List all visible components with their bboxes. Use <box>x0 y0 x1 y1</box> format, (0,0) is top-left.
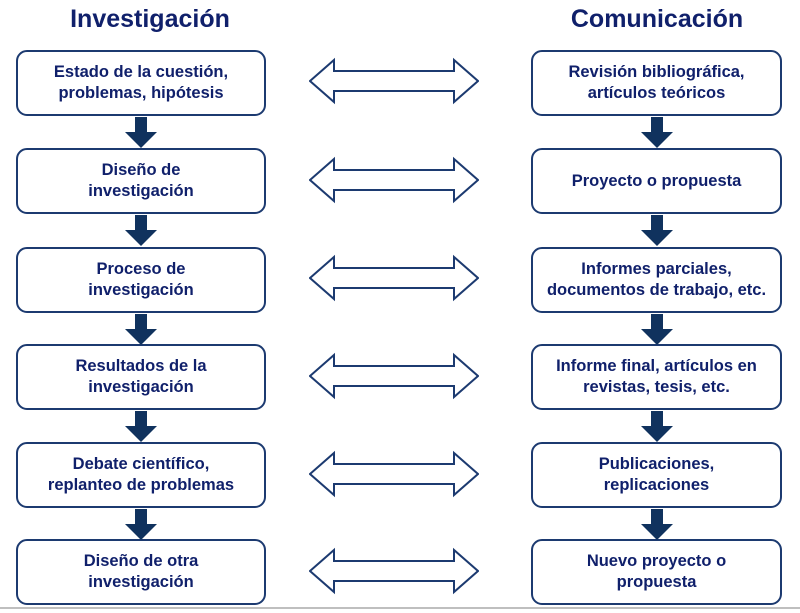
arrow-down-solid-icon <box>640 215 674 247</box>
arrow-left-right-outline-icon <box>308 57 480 105</box>
node-left-4[interactable]: Debate científico, replanteo de problema… <box>16 442 266 508</box>
arrow-down-solid-icon <box>640 411 674 443</box>
column-title-investigacion: Investigación <box>70 5 230 33</box>
node-right-3[interactable]: Informe final, artículos en revistas, te… <box>531 344 782 410</box>
node-right-1-line1: Proyecto o propuesta <box>571 171 742 190</box>
node-left-0-line2: problemas, hipótesis <box>58 84 224 102</box>
node-right-5-line1: Nuevo proyecto o <box>586 552 727 570</box>
arrow-left-right-outline-icon <box>308 450 480 498</box>
node-right-3-line1: Informe final, artículos en <box>556 357 757 375</box>
arrow-down-solid-icon <box>640 314 674 346</box>
node-right-1-label: Proyecto o propuesta <box>564 171 750 192</box>
node-right-0-line1: Revisión bibliográfica, <box>568 63 745 81</box>
arrow-down-solid-icon <box>124 509 158 541</box>
node-right-1[interactable]: Proyecto o propuesta <box>531 148 782 214</box>
node-left-5-line2: investigación <box>88 573 194 591</box>
node-right-4[interactable]: Publicaciones, replicaciones <box>531 442 782 508</box>
node-left-0-line1: Estado de la cuestión, <box>53 63 229 81</box>
node-left-1[interactable]: Diseño de investigación <box>16 148 266 214</box>
arrow-down-solid-icon <box>640 509 674 541</box>
node-right-4-line1: Publicaciones, <box>598 455 715 473</box>
bottom-divider <box>0 607 800 609</box>
node-right-2-line2: documentos de trabajo, etc. <box>546 281 767 299</box>
node-right-2[interactable]: Informes parciales, documentos de trabaj… <box>531 247 782 313</box>
node-right-3-label: Informe final, artículos en revistas, te… <box>548 356 765 398</box>
node-right-5-line2: propuesta <box>616 573 697 591</box>
arrow-down-solid-icon <box>124 314 158 346</box>
node-left-0[interactable]: Estado de la cuestión, problemas, hipóte… <box>16 50 266 116</box>
node-left-5-line1: Diseño de otra <box>83 552 199 570</box>
node-right-0-line2: artículos teóricos <box>587 84 726 102</box>
node-left-3-label: Resultados de la investigación <box>67 356 214 398</box>
node-right-2-label: Informes parciales, documentos de trabaj… <box>539 259 774 301</box>
node-left-3[interactable]: Resultados de la investigación <box>16 344 266 410</box>
node-left-5[interactable]: Diseño de otra investigación <box>16 539 266 605</box>
node-left-2[interactable]: Proceso de investigación <box>16 247 266 313</box>
arrow-down-solid-icon <box>124 411 158 443</box>
column-title-comunicacion: Comunicación <box>570 5 744 33</box>
node-right-0[interactable]: Revisión bibliográfica, artículos teóric… <box>531 50 782 116</box>
node-right-4-label: Publicaciones, replicaciones <box>591 454 723 496</box>
arrow-left-right-outline-icon <box>308 156 480 204</box>
node-left-4-line2: replanteo de problemas <box>47 476 235 494</box>
node-left-5-label: Diseño de otra investigación <box>76 551 207 593</box>
node-right-0-label: Revisión bibliográfica, artículos teóric… <box>560 62 752 104</box>
node-left-1-line1: Diseño de <box>101 161 181 179</box>
arrow-left-right-outline-icon <box>308 547 480 595</box>
arrow-down-solid-icon <box>124 215 158 247</box>
arrow-down-solid-icon <box>640 117 674 149</box>
node-left-2-label: Proceso de investigación <box>80 259 201 301</box>
node-right-2-line1: Informes parciales, <box>581 260 732 278</box>
node-left-3-line2: investigación <box>88 378 194 396</box>
node-left-4-line1: Debate científico, <box>72 455 210 473</box>
node-left-0-label: Estado de la cuestión, problemas, hipóte… <box>46 62 236 104</box>
node-left-4-label: Debate científico, replanteo de problema… <box>40 454 242 496</box>
node-right-4-line2: replicaciones <box>603 476 710 494</box>
node-left-2-line2: investigación <box>88 281 194 299</box>
node-left-1-label: Diseño de investigación <box>80 160 201 202</box>
node-left-1-line2: investigación <box>88 182 194 200</box>
node-left-3-line1: Resultados de la <box>75 357 207 375</box>
node-left-2-line1: Proceso de <box>96 260 186 278</box>
node-right-3-line2: revistas, tesis, etc. <box>583 378 730 396</box>
arrow-left-right-outline-icon <box>308 254 480 302</box>
arrow-down-solid-icon <box>124 117 158 149</box>
node-right-5-label: Nuevo proyecto o propuesta <box>579 551 734 593</box>
arrow-left-right-outline-icon <box>308 352 480 400</box>
node-right-5[interactable]: Nuevo proyecto o propuesta <box>531 539 782 605</box>
